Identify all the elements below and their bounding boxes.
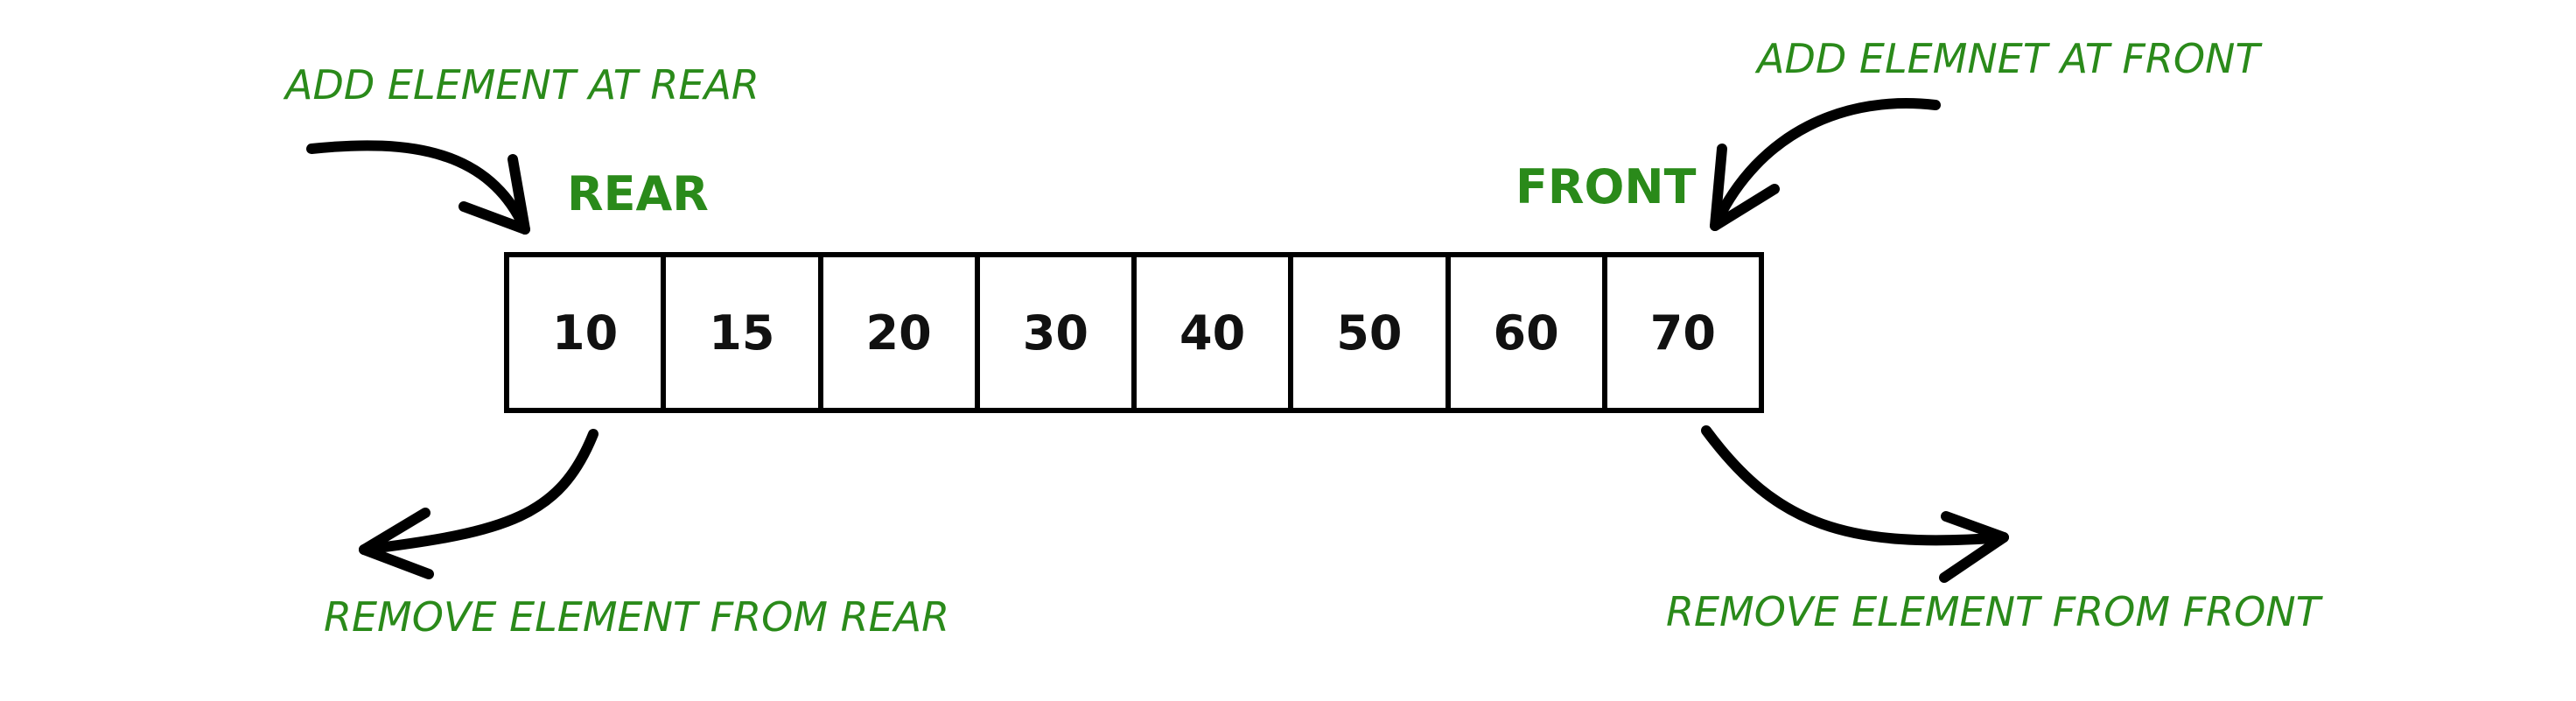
deque-cell: 50 [1288,257,1445,408]
deque-cell: 70 [1601,257,1759,408]
deque-cell: 60 [1445,257,1602,408]
rear-label: REAR [567,166,709,221]
add-rear-arrow-icon [306,140,530,235]
deque-array: 10 15 20 30 40 50 60 70 [504,252,1764,413]
front-label: FRONT [1516,159,1697,214]
deque-cell: 10 [552,305,619,361]
add-element-at-rear-label: ADD ELEMENT AT REAR [285,61,760,109]
add-element-at-front-label: ADD ELEMNET AT FRONT [1757,35,2260,82]
remove-element-from-front-label: REMOVE ELEMENT FROM FRONT [1666,588,2320,635]
deque-cell: 30 [974,257,1131,408]
add-front-arrow-icon [1710,98,1941,231]
remove-element-from-rear-label: REMOVE ELEMENT FROM REAR [324,593,950,641]
deque-cell: 40 [1131,257,1288,408]
remove-rear-arrow-icon [359,429,598,579]
remove-front-arrow-icon [1701,425,2009,583]
deque-cell: 15 [661,257,817,408]
deque-cell: 20 [817,257,975,408]
